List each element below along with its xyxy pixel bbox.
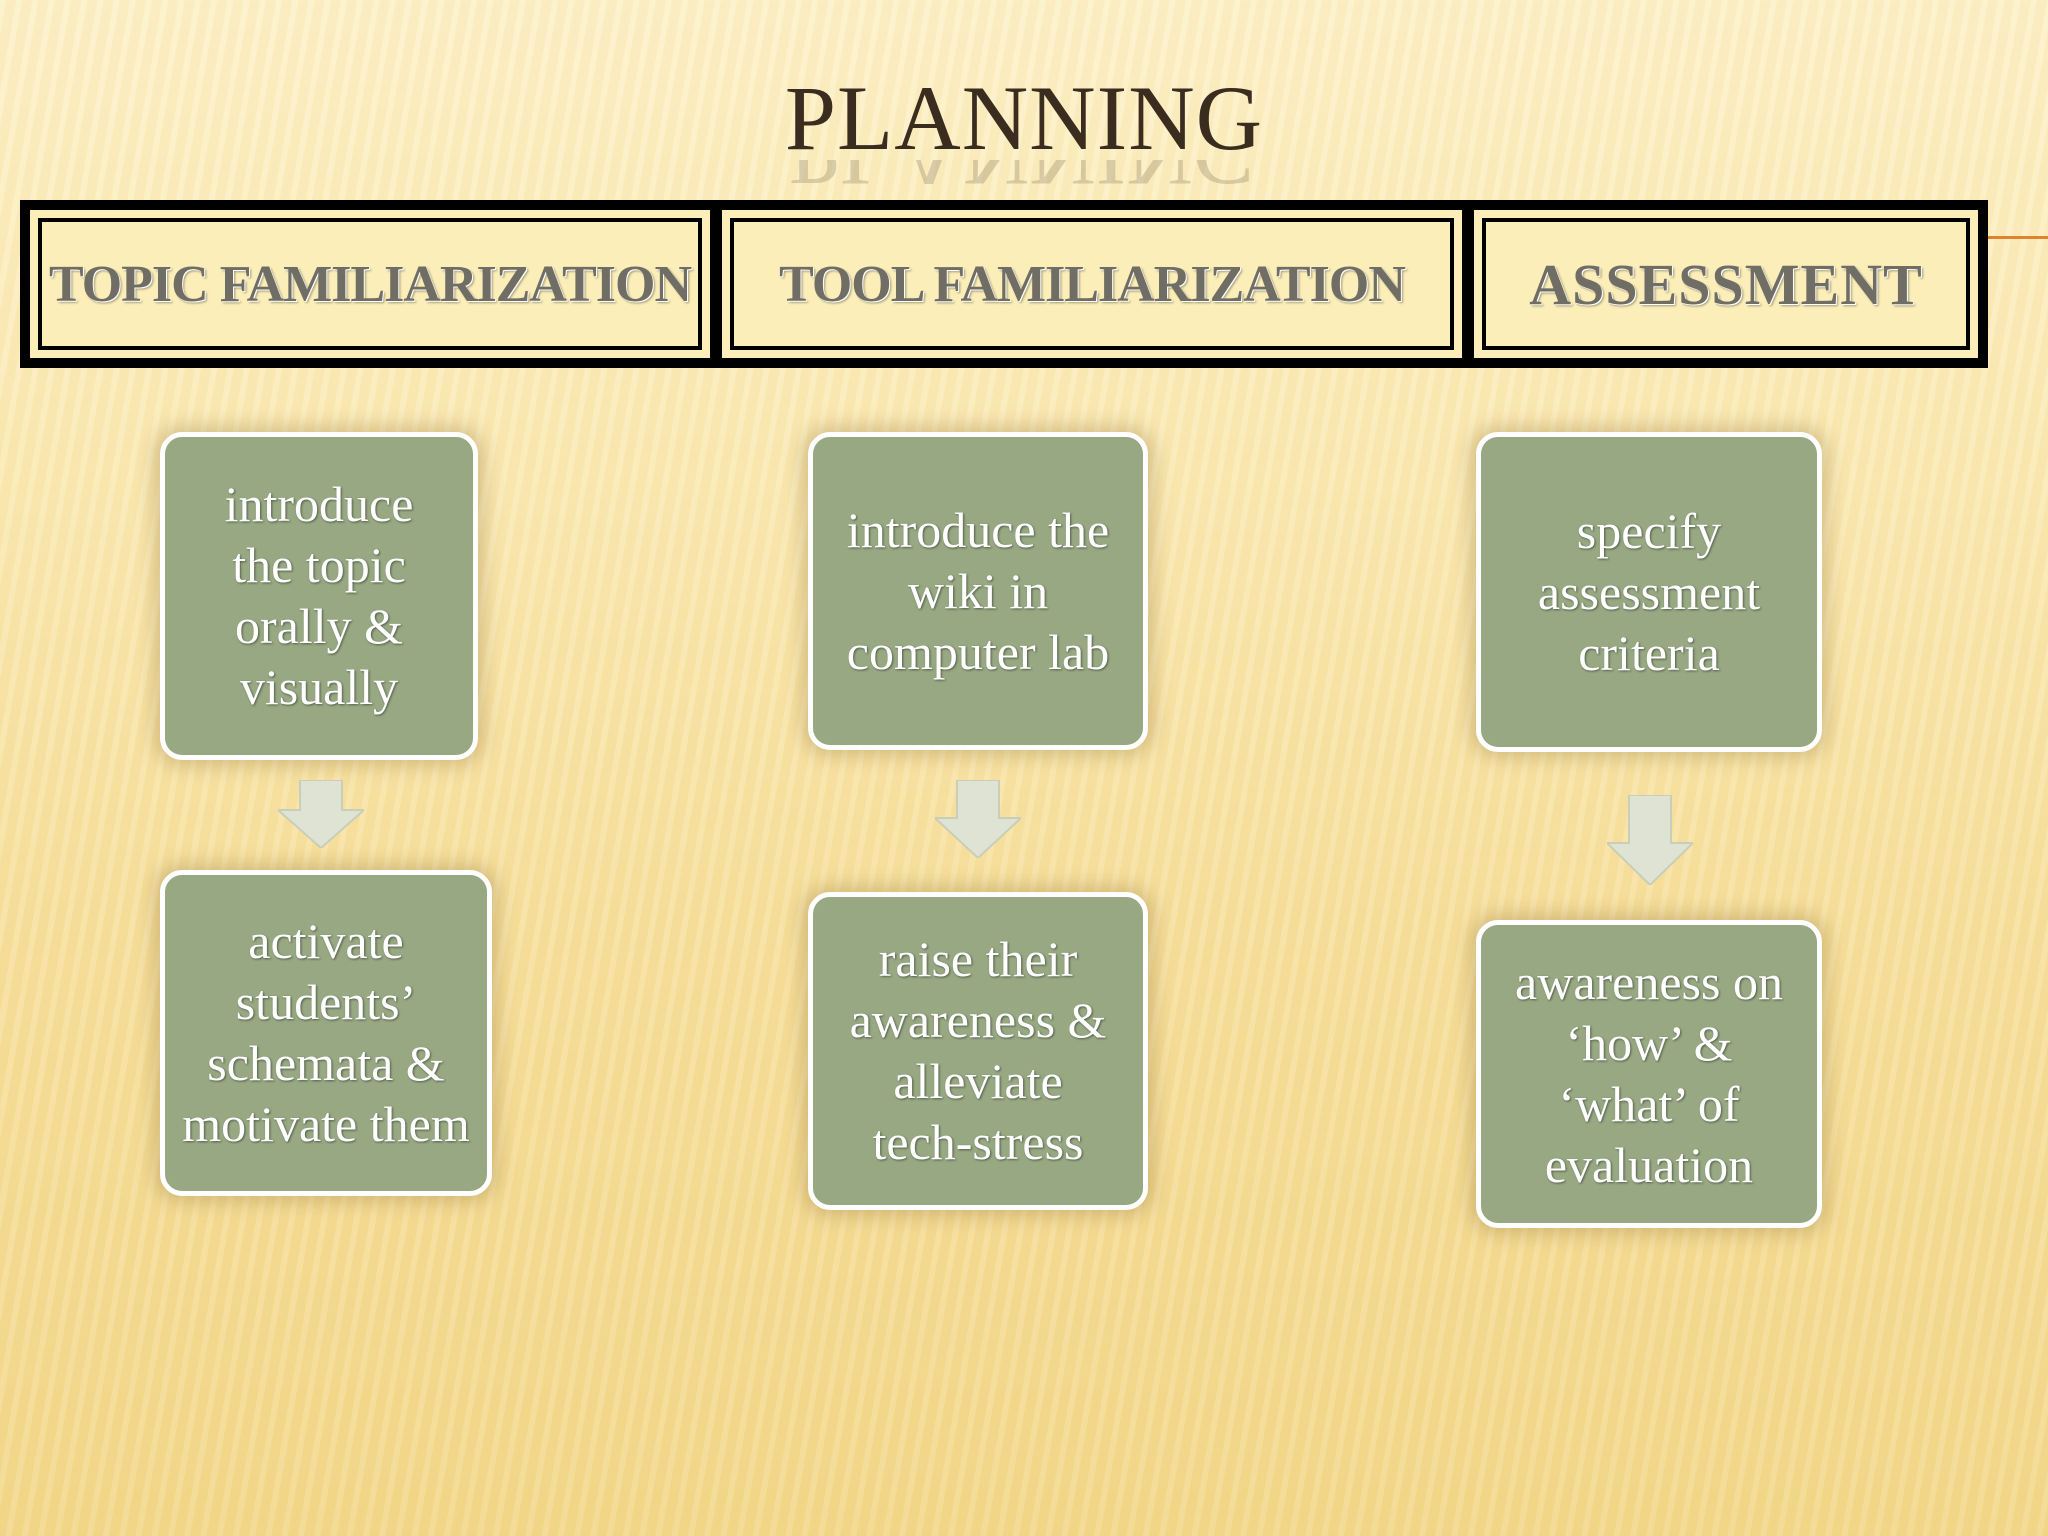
header-label: TOPIC FAMILIARIZATION <box>38 218 702 350</box>
step-text: awareness on ‘how’ & ‘what’ of evaluatio… <box>1515 954 1783 1193</box>
header-cell-tool-familiarization: TOOL FAMILIARIZATION <box>722 210 1462 358</box>
header-cell-topic-familiarization: TOPIC FAMILIARIZATION <box>30 210 710 358</box>
step-box-topic-2: activate students’ schemata & motivate t… <box>160 870 492 1196</box>
arrow-down-icon <box>278 780 364 848</box>
step-box-assessment-2: awareness on ‘how’ & ‘what’ of evaluatio… <box>1476 920 1822 1228</box>
accent-line <box>1985 236 2048 239</box>
step-box-assessment-1: specify assessment criteria <box>1476 432 1822 752</box>
step-box-topic-1: introduce the topic orally & visually <box>160 432 478 760</box>
arrow-down-icon <box>1607 795 1693 885</box>
step-text: raise their awareness & alleviate tech-s… <box>849 931 1107 1170</box>
step-box-tool-1: introduce the wiki in computer lab <box>808 432 1148 750</box>
step-text: introduce the topic orally & visually <box>224 476 414 715</box>
step-text: activate students’ schemata & motivate t… <box>182 913 470 1152</box>
arrow-down-icon <box>935 780 1021 858</box>
step-box-tool-2: raise their awareness & alleviate tech-s… <box>808 892 1148 1210</box>
step-text: introduce the wiki in computer lab <box>846 501 1110 680</box>
header-label: ASSESSMENT <box>1482 218 1970 350</box>
header-cell-assessment: ASSESSMENT <box>1474 210 1978 358</box>
step-text: specify assessment criteria <box>1537 502 1761 681</box>
header-bar: TOPIC FAMILIARIZATION TOOL FAMILIARIZATI… <box>20 200 1988 368</box>
slide-title: PLANNING <box>784 67 1264 169</box>
header-label: TOOL FAMILIARIZATION <box>730 218 1454 350</box>
